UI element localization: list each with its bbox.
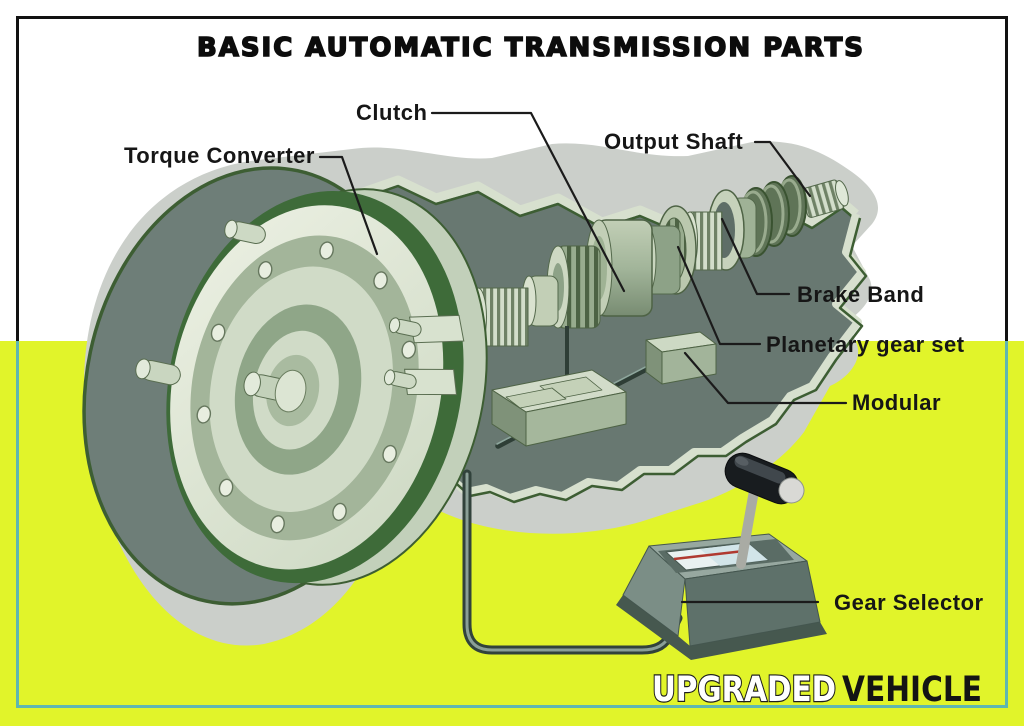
label-torque-converter: Torque Converter xyxy=(124,143,315,168)
leader-torque-converter xyxy=(318,155,379,256)
gear-selector xyxy=(616,452,827,660)
label-gear-selector: Gear Selector xyxy=(834,590,984,615)
label-brake-band: Brake Band xyxy=(797,282,924,307)
label-clutch: Clutch xyxy=(356,100,427,125)
selector-base xyxy=(616,533,827,660)
logo-vehicle: VEHICLE xyxy=(842,670,982,710)
bolt xyxy=(257,261,273,280)
bolt xyxy=(210,323,226,342)
leader-planetary-gear-set xyxy=(676,245,762,346)
bolt xyxy=(196,405,212,424)
frame-top-part xyxy=(16,16,1008,341)
leader-modular xyxy=(683,351,848,405)
selector-indicator-glass xyxy=(700,543,768,566)
bolt xyxy=(332,502,347,522)
leader-brake-band xyxy=(720,217,791,296)
gear-train xyxy=(427,175,849,361)
case-cut-edge-bottom-outline xyxy=(447,217,868,504)
brand-logo: UPGRADED VEHICLE xyxy=(651,669,982,711)
bolt xyxy=(319,241,334,260)
frame-bottom-part xyxy=(16,341,1008,708)
leader-output-shaft xyxy=(753,140,812,198)
frame xyxy=(16,16,1008,708)
left-stud xyxy=(135,358,181,386)
leader-clutch xyxy=(430,111,626,293)
torque-converter-bell xyxy=(82,166,488,606)
mounting-tab xyxy=(383,368,458,396)
bolt xyxy=(373,271,388,290)
logo-upgraded: UPGRADED xyxy=(652,670,836,710)
mounting-tab xyxy=(388,314,465,344)
output-shaft-tip xyxy=(800,179,849,218)
part-labels: Clutch Torque Converter Output Shaft Bra… xyxy=(124,100,984,615)
bolt-circle xyxy=(196,241,417,534)
page-title: BASIC AUTOMATIC TRANSMISSION PARTS xyxy=(197,33,865,63)
top-stud xyxy=(224,219,266,245)
pan-strip xyxy=(505,387,567,409)
valve-body-pan xyxy=(491,369,627,447)
selector-indicator-line xyxy=(673,549,745,561)
label-planetary-gear-set: Planetary gear set xyxy=(766,332,965,357)
label-output-shaft: Output Shaft xyxy=(604,129,743,154)
selector-knob xyxy=(724,452,805,505)
label-modular: Modular xyxy=(852,390,941,415)
bolt xyxy=(270,515,285,534)
bolt xyxy=(382,444,397,464)
leader-lines xyxy=(318,111,848,604)
bolt xyxy=(218,478,234,497)
hub-stud xyxy=(243,369,307,413)
bolt xyxy=(401,340,417,359)
